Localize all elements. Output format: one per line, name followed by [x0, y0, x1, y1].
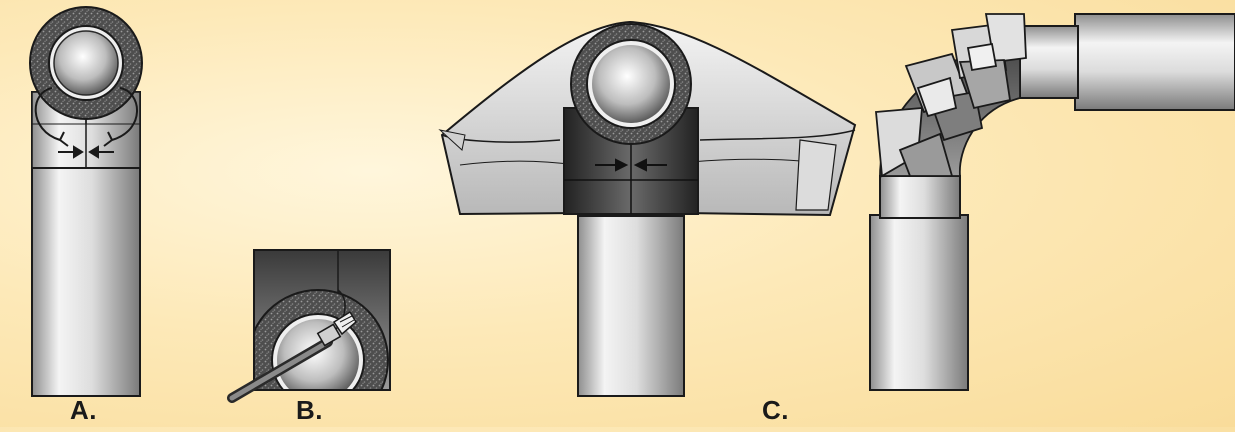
panel-c-tee-pipe: [577, 215, 685, 397]
panel-label-b: B.: [296, 395, 323, 425]
panel-c-elbow-drawing: [869, 13, 1235, 391]
glue-brush-icon: [227, 310, 357, 403]
rotation-arrows-icon: [34, 87, 138, 147]
panel-c-tee-pipe-bore: [592, 45, 670, 123]
panel-a-pipe-bore: [53, 30, 119, 96]
panel-c-tee-drawing: [438, 20, 857, 397]
panel-label-a: A.: [70, 395, 97, 425]
panel-a-drawing: [29, 6, 143, 397]
seam-arrows-icon: [58, 145, 114, 159]
panel-label-c: C.: [762, 395, 789, 425]
panel-c-elbow-horizontal-pipe: [1074, 13, 1235, 111]
panel-b-drawing: [227, 249, 391, 403]
panel-c-elbow-wrap: [875, 13, 1027, 178]
panel-c-elbow-vertical-pipe: [869, 214, 969, 391]
